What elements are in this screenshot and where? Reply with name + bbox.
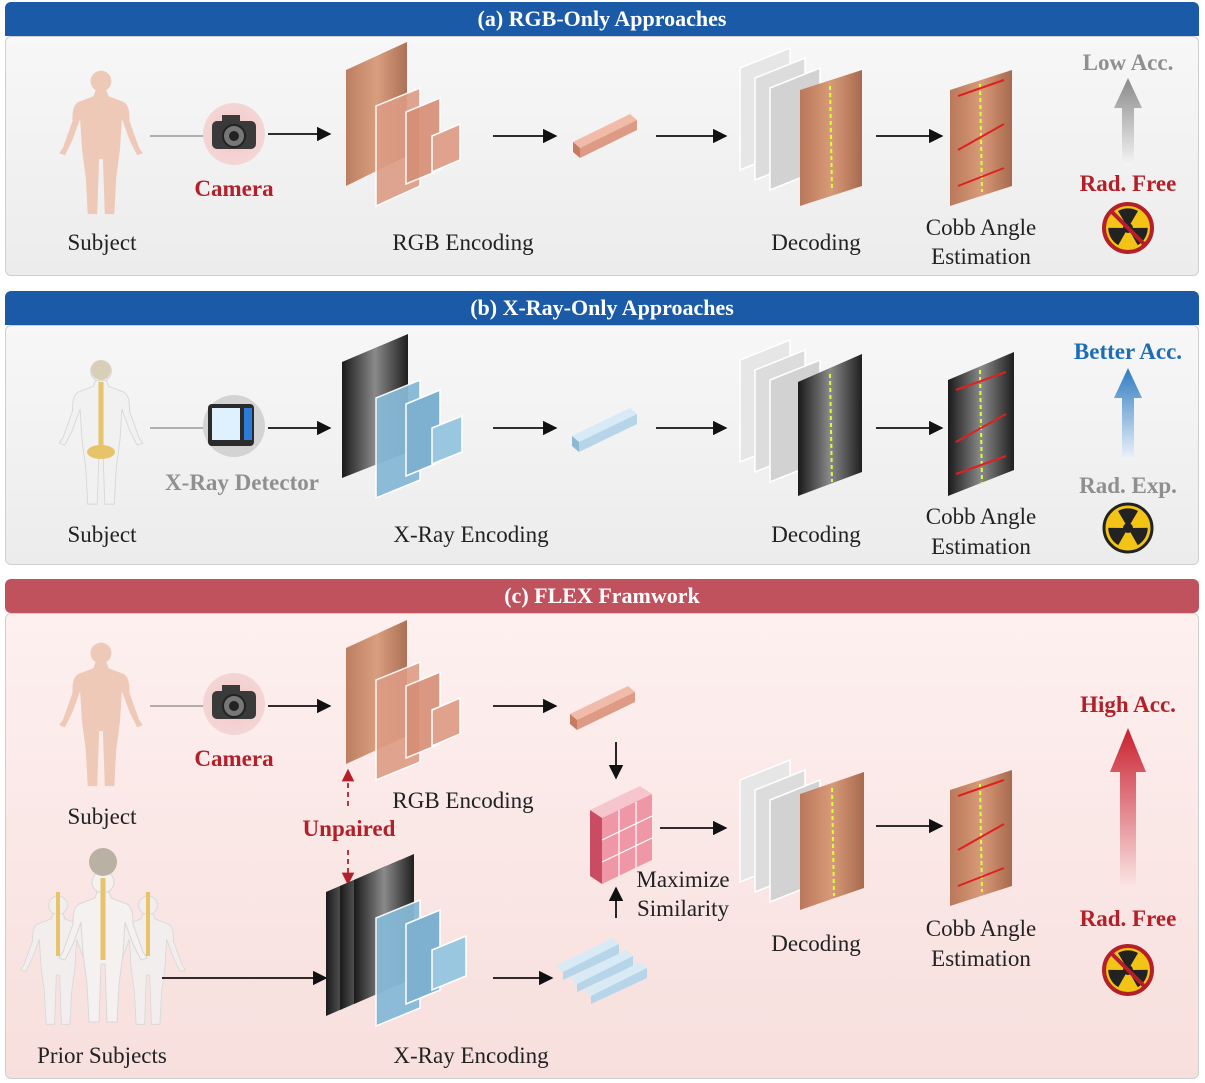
cobb-angle-output-c: [950, 770, 1012, 906]
similarity-matrix: [590, 786, 653, 884]
xray-feature-vectors-c: [556, 938, 647, 1004]
rgb-feature-vector-c: [570, 686, 635, 730]
skeleton-icon: [58, 360, 144, 505]
decoding-label-b: Decoding: [771, 522, 861, 547]
accuracy-label-c: High Acc.: [1080, 692, 1176, 717]
unpaired-label: Unpaired: [303, 816, 396, 841]
radiation-label-a: Rad. Free: [1080, 171, 1177, 196]
rgb-feature-vector-a: [573, 114, 637, 158]
header-flex: (c) FLEX Framwork: [5, 579, 1199, 613]
subject-figure-a: [59, 70, 143, 215]
radiation-icon: [1102, 502, 1154, 554]
rgb-encoder-c: [346, 620, 461, 782]
decoder-c: [739, 758, 864, 910]
subject-figure-c: [59, 642, 143, 787]
radiation-label-b: Rad. Exp.: [1079, 473, 1177, 498]
xray-feature-vector-b: [572, 408, 637, 452]
camera-label-a: Camera: [194, 176, 274, 201]
camera-icon-c: [203, 673, 265, 735]
prior-subjects-figure: [20, 848, 186, 1025]
estimation-label-a-2: Estimation: [931, 244, 1031, 269]
xray-detector-icon: [203, 395, 265, 457]
rgb-encoding-label-c: RGB Encoding: [392, 788, 534, 813]
radiation-free-icon: [1102, 202, 1154, 254]
estimation-label-b-2: Estimation: [931, 534, 1031, 559]
similarity-label-1: Maximize: [636, 867, 729, 892]
camera-label-c: Camera: [194, 746, 274, 771]
decoding-label-a: Decoding: [771, 230, 861, 255]
cobb-angle-output-b: [948, 352, 1014, 496]
header-xray-only: (b) X-Ray-Only Approaches: [5, 291, 1199, 325]
rgb-encoder-a: [346, 42, 461, 208]
decoder-a: [739, 46, 862, 206]
xray-encoding-label-b: X-Ray Encoding: [393, 522, 549, 547]
estimation-label-c-2: Estimation: [931, 946, 1031, 971]
radiation-free-icon-c: [1102, 944, 1154, 996]
header-rgb-only: (a) RGB-Only Approaches: [5, 2, 1199, 36]
rgb-encoding-label-a: RGB Encoding: [392, 230, 534, 255]
xray-encoder-c: [326, 854, 467, 1028]
decoder-b: [739, 338, 862, 496]
similarity-label-2: Similarity: [637, 896, 730, 921]
accuracy-arrow-a: [1114, 78, 1142, 166]
xray-encoder-b: [342, 334, 463, 500]
detector-label-b: X-Ray Detector: [165, 470, 319, 495]
estimation-label-b-1: Cobb Angle: [926, 504, 1037, 529]
prior-subjects-label: Prior Subjects: [37, 1043, 167, 1068]
subject-label-c: Subject: [68, 804, 138, 829]
cobb-angle-output-a: [950, 70, 1012, 206]
subject-label-a: Subject: [68, 230, 138, 255]
estimation-label-a-1: Cobb Angle: [926, 215, 1037, 240]
accuracy-label-b: Better Acc.: [1074, 339, 1182, 364]
accuracy-arrow-b: [1114, 368, 1142, 460]
decoding-label-c: Decoding: [771, 931, 861, 956]
radiation-label-c: Rad. Free: [1080, 906, 1177, 931]
accuracy-arrow-c: [1110, 728, 1146, 888]
camera-icon: [203, 103, 265, 165]
subject-label-b: Subject: [68, 522, 138, 547]
xray-encoding-label-c: X-Ray Encoding: [393, 1043, 549, 1068]
accuracy-label-a: Low Acc.: [1083, 50, 1174, 75]
estimation-label-c-1: Cobb Angle: [926, 916, 1037, 941]
